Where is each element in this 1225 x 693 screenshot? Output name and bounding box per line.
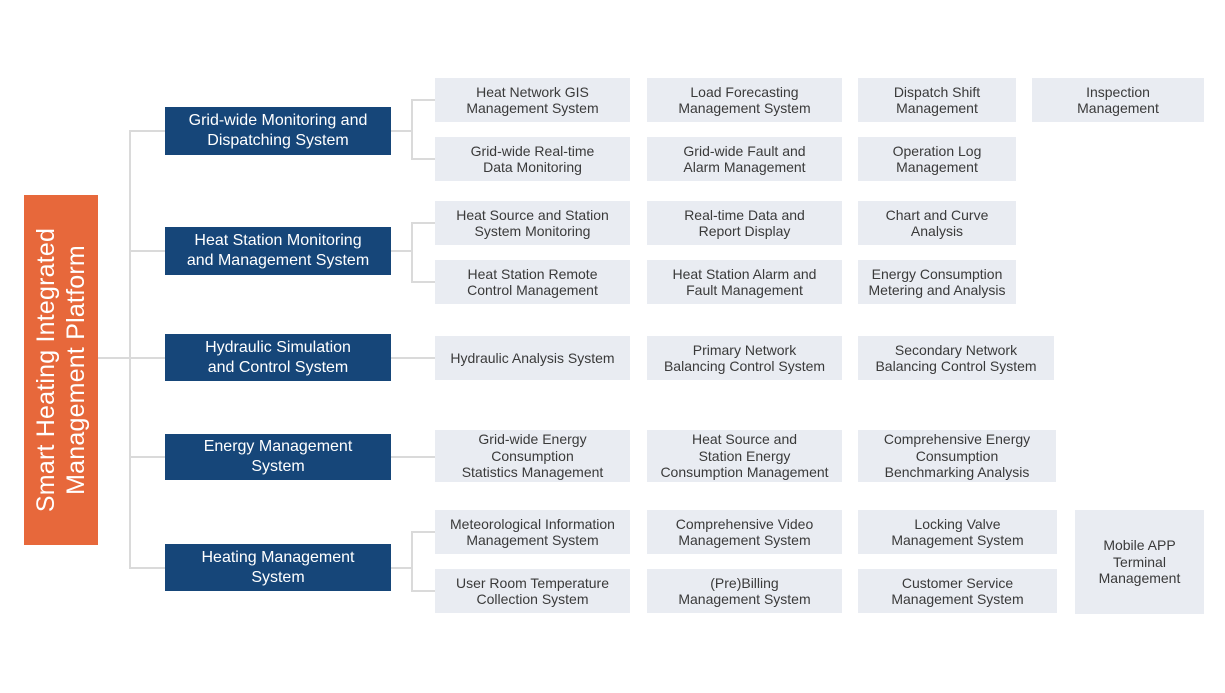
subsystem-node-label: Heat Source and Station Energy Consumpti… [660,431,829,481]
subsystem-node-label: Meteorological Information Management Sy… [450,515,615,548]
branch-line [98,357,165,359]
subsystem-node: Grid-wide Energy Consumption Statistics … [435,430,630,482]
subsystem-node-label: Comprehensive Video Management System [675,515,814,548]
branch-line [129,250,165,252]
subsystem-node: User Room Temperature Collection System [435,569,630,613]
subsystem-node: Meteorological Information Management Sy… [435,510,630,554]
subsystem-node: Dispatch Shift Management [858,78,1016,122]
section-box-5: Heating Management System [165,544,391,591]
subsystem-node: Operation Log Management [858,137,1016,181]
connector-line [391,357,435,359]
trunk-line [129,130,131,569]
section-box-1: Grid-wide Monitoring and Dispatching Sys… [165,107,391,155]
subsystem-node: Grid-wide Fault and Alarm Management [647,137,842,181]
section-box-1-label: Grid-wide Monitoring and Dispatching Sys… [188,112,368,149]
connector-line [411,531,413,592]
subsystem-node-label: Heat Network GIS Management System [466,83,599,116]
subsystem-node-label: Grid-wide Real-time Data Monitoring [470,142,595,175]
connector-line [391,130,413,132]
subsystem-node-label: Energy Consumption Metering and Analysis [868,265,1006,298]
subsystem-node: Heat Source and Station Energy Consumpti… [647,430,842,482]
subsystem-node-tall-label: Mobile APP Terminal Management [1098,537,1181,587]
section-box-4-label: Energy Management System [203,438,353,475]
subsystem-node: Chart and Curve Analysis [858,201,1016,245]
connector-line [411,99,435,101]
branch-line [129,567,165,569]
section-box-3-label: Hydraulic Simulation and Control System [205,338,351,376]
section-box-2: Heat Station Monitoring and Management S… [165,227,391,275]
connector-line [411,158,435,160]
subsystem-node-label: Chart and Curve Analysis [885,206,989,239]
subsystem-node-label: Heat Source and Station System Monitorin… [456,206,609,239]
subsystem-node-label: Grid-wide Energy Consumption Statistics … [461,431,604,481]
subsystem-node: Hydraulic Analysis System [435,336,630,380]
connector-line [411,531,435,533]
platform-root-box: Smart Heating Integrated Management Plat… [24,195,98,545]
subsystem-node-label: User Room Temperature Collection System [455,574,610,607]
subsystem-node-label: (Pre)Billing Management System [678,574,811,607]
subsystem-node: Real-time Data and Report Display [647,201,842,245]
platform-title: Smart Heating Integrated Management Plat… [32,227,90,513]
subsystem-node: Heat Network GIS Management System [435,78,630,122]
subsystem-node-tall: Mobile APP Terminal Management [1075,510,1204,614]
connector-line [411,222,435,224]
connector-line [391,250,413,252]
subsystem-node: Locking Valve Management System [858,510,1057,554]
subsystem-node-label: Grid-wide Fault and Alarm Management [683,142,806,175]
branch-line [129,456,165,458]
subsystem-node-label: Operation Log Management [892,142,982,175]
connector-line [411,590,435,592]
section-box-2-label: Heat Station Monitoring and Management S… [186,232,370,269]
subsystem-node: Comprehensive Video Management System [647,510,842,554]
subsystem-node: Grid-wide Real-time Data Monitoring [435,137,630,181]
section-box-3: Hydraulic Simulation and Control System [165,334,391,381]
subsystem-node: Energy Consumption Metering and Analysis [858,260,1016,304]
connector-line [391,567,413,569]
subsystem-node-label: Dispatch Shift Management [893,83,981,116]
subsystem-node: Heat Station Remote Control Management [435,260,630,304]
subsystem-node: Load Forecasting Management System [647,78,842,122]
subsystem-node: (Pre)Billing Management System [647,569,842,613]
subsystem-node: Customer Service Management System [858,569,1057,613]
subsystem-node: Inspection Management [1032,78,1204,122]
subsystem-node-label: Heat Station Remote Control Management [467,265,598,298]
section-box-4: Energy Management System [165,434,391,480]
subsystem-node: Secondary Network Balancing Control Syst… [858,336,1054,380]
subsystem-node-label: Hydraulic Analysis System [450,349,615,366]
subsystem-node-label: Primary Network Balancing Control System [663,341,826,374]
section-box-5-label: Heating Management System [201,548,355,586]
subsystem-node-label: Load Forecasting Management System [678,83,811,116]
subsystem-node: Heat Station Alarm and Fault Management [647,260,842,304]
connector-line [411,99,413,160]
subsystem-node-label: Comprehensive Energy Consumption Benchma… [883,431,1031,481]
subsystem-node-label: Inspection Management [1077,83,1159,116]
connector-line [411,222,413,283]
subsystem-node: Comprehensive Energy Consumption Benchma… [858,430,1056,482]
connector-line [411,281,435,283]
subsystem-node-label: Secondary Network Balancing Control Syst… [875,341,1037,374]
subsystem-node-label: Real-time Data and Report Display [684,206,805,239]
subsystem-node-label: Locking Valve Management System [891,515,1024,548]
connector-line [391,456,435,458]
branch-line [129,130,165,132]
subsystem-node-label: Heat Station Alarm and Fault Management [672,265,817,298]
subsystem-node: Heat Source and Station System Monitorin… [435,201,630,245]
subsystem-node: Primary Network Balancing Control System [647,336,842,380]
subsystem-node-label: Customer Service Management System [891,574,1024,607]
